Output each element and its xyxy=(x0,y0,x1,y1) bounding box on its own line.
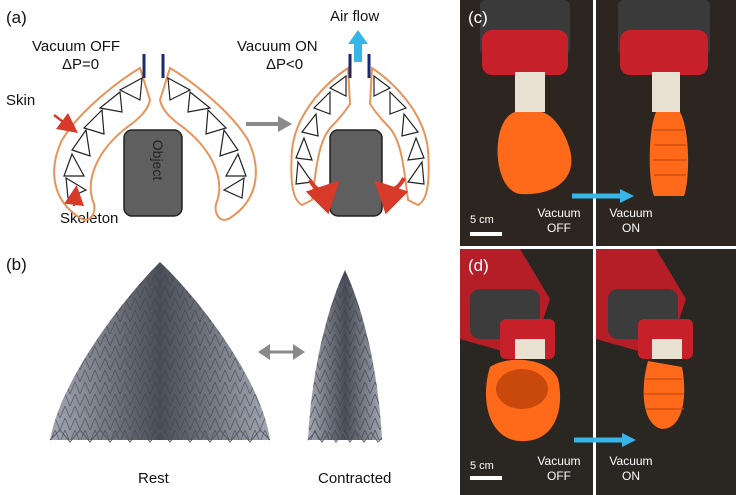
photo-d-vacuum-off xyxy=(460,249,593,495)
rest-label: Rest xyxy=(138,470,169,487)
vacuum-on-d-line1: Vacuum xyxy=(609,454,653,468)
vacuum-on-c-line2: ON xyxy=(622,221,640,235)
scale-bar-c xyxy=(470,232,502,236)
scale-bar-d xyxy=(470,476,502,480)
vacuum-off-c-line1: Vacuum xyxy=(537,206,581,220)
vacuum-on-c: Vacuum ON xyxy=(603,206,659,236)
scale-label-c: 5 cm xyxy=(470,214,494,226)
vacuum-on-label: Vacuum ON xyxy=(237,38,318,55)
double-arrow xyxy=(258,344,305,360)
vacuum-on-d-line2: ON xyxy=(622,469,640,483)
contracted-label: Contracted xyxy=(318,470,392,487)
panel-a-letter: (a) xyxy=(6,8,27,27)
rest-shape xyxy=(49,262,271,443)
vacuum-on-d: Vacuum ON xyxy=(603,454,659,484)
vacuum-off-d-line1: Vacuum xyxy=(537,454,581,468)
cyan-arrow-d xyxy=(574,433,636,447)
vacuum-off-c-line2: OFF xyxy=(547,221,571,235)
vacuum-on-c-line1: Vacuum xyxy=(609,206,653,220)
origami-illustration xyxy=(49,262,383,443)
delta-p-zero-label: ΔP=0 xyxy=(62,56,100,73)
delta-p-negative-label: ΔP<0 xyxy=(266,56,304,73)
cyan-arrow-c xyxy=(572,189,634,203)
vacuum-off-d: Vacuum OFF xyxy=(531,454,587,484)
contracted-gripper xyxy=(290,30,430,217)
object-label: Object xyxy=(150,139,167,181)
relaxed-gripper xyxy=(53,54,257,221)
panel-d-letter: (d) xyxy=(468,256,489,275)
air-flow-label: Air flow xyxy=(330,8,380,25)
skin-label: Skin xyxy=(6,92,36,109)
vacuum-off-d-line2: OFF xyxy=(547,469,571,483)
gripper-schematic xyxy=(53,30,430,221)
panel-b-letter: (b) xyxy=(6,255,27,274)
transition-arrow xyxy=(246,116,292,132)
contracted-shape xyxy=(307,270,383,443)
photo-d-vacuum-on xyxy=(596,249,736,495)
photo-c-vacuum-on xyxy=(596,0,736,246)
vacuum-off-label: Vacuum OFF xyxy=(32,38,121,55)
scale-label-d: 5 cm xyxy=(470,460,494,472)
vacuum-off-c: Vacuum OFF xyxy=(531,206,587,236)
panel-c-letter: (c) xyxy=(468,8,488,27)
photo-c-vacuum-off xyxy=(460,0,593,246)
object-block xyxy=(123,129,183,217)
